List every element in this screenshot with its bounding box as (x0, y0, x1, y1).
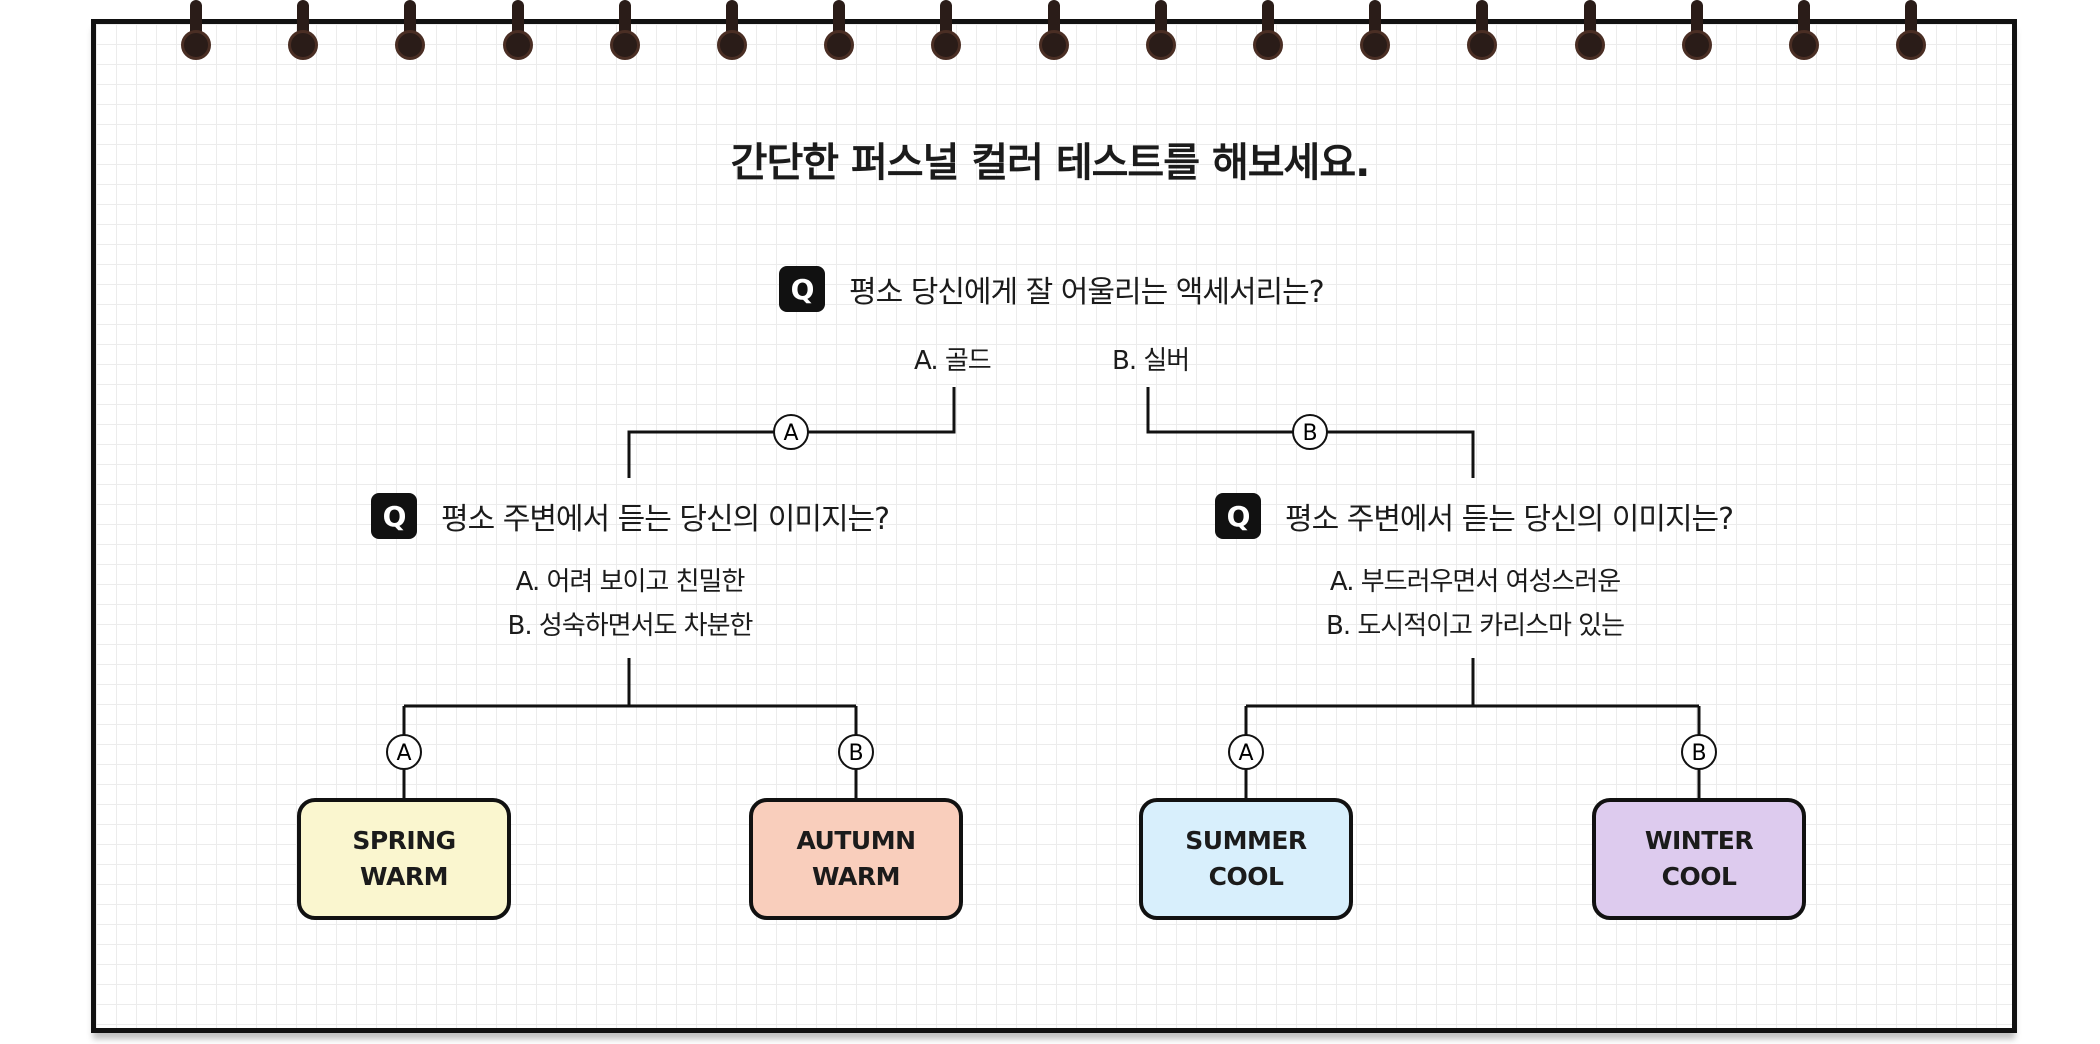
binding-ring (395, 0, 425, 64)
result-line2: COOL (1661, 862, 1737, 891)
question-2-left-answer-b: B. 성숙하면서도 차분한 (507, 611, 754, 641)
q-badge: Q (371, 493, 417, 539)
question-1-answer-a: A. 골드 (914, 346, 992, 376)
result-autumn-warm: AUTUMN WARM (749, 798, 963, 920)
result-spring-warm: SPRING WARM (297, 798, 511, 920)
question-2-right: Q 평소 주변에서 듣는 당신의 이미지는? (1215, 493, 1734, 539)
binding-ring (1467, 0, 1497, 64)
result-line1: SUMMER (1185, 826, 1307, 855)
page-title: 간단한 퍼스널 컬러 테스트를 해보세요. (730, 140, 1371, 186)
binding-ring (1146, 0, 1176, 64)
question-1: Q 평소 당신에게 잘 어울리는 액세서리는? (779, 266, 1325, 312)
binding-ring (1039, 0, 1069, 64)
result-line2: WARM (812, 862, 900, 891)
question-1-text: 평소 당신에게 잘 어울리는 액세서리는? (849, 275, 1325, 310)
question-1-answer-b: B. 실버 (1112, 346, 1190, 376)
result-line1: SPRING (352, 826, 456, 855)
result-winter-cool: WINTER COOL (1592, 798, 1806, 920)
question-2-right-answers: A. 부드러우면서 여성스러운 B. 도시적이고 카리스마 있는 (1275, 560, 1675, 648)
result-line1: WINTER (1644, 826, 1754, 855)
binding-ring (181, 0, 211, 64)
question-2-left-text: 평소 주변에서 듣는 당신의 이미지는? (441, 502, 890, 537)
binding-ring (503, 0, 533, 64)
result-summer-cool: SUMMER COOL (1139, 798, 1353, 920)
result-line2: COOL (1208, 862, 1284, 891)
binding-ring (931, 0, 961, 64)
binding-ring (717, 0, 747, 64)
question-2-left-answer-a: A. 어려 보이고 친밀한 (515, 567, 746, 597)
binding-ring (1682, 0, 1712, 64)
question-2-right-answer-a: A. 부드러우면서 여성스러운 (1329, 567, 1621, 597)
binding-ring (1896, 0, 1926, 64)
binding-ring (824, 0, 854, 64)
binding-ring (1360, 0, 1390, 64)
result-line2: WARM (360, 862, 448, 891)
question-2-right-answer-b: B. 도시적이고 카리스마 있는 (1325, 611, 1625, 641)
question-2-right-text: 평소 주변에서 듣는 당신의 이미지는? (1285, 502, 1734, 537)
binding-ring (1789, 0, 1819, 64)
binding-ring (610, 0, 640, 64)
binding-ring (1575, 0, 1605, 64)
q-badge: Q (1215, 493, 1261, 539)
question-2-left-answers: A. 어려 보이고 친밀한 B. 성숙하면서도 차분한 (430, 560, 830, 648)
binding-ring (1253, 0, 1283, 64)
binding-ring (288, 0, 318, 64)
result-line1: AUTUMN (796, 826, 916, 855)
question-2-left: Q 평소 주변에서 듣는 당신의 이미지는? (371, 493, 890, 539)
q-badge: Q (779, 266, 825, 312)
